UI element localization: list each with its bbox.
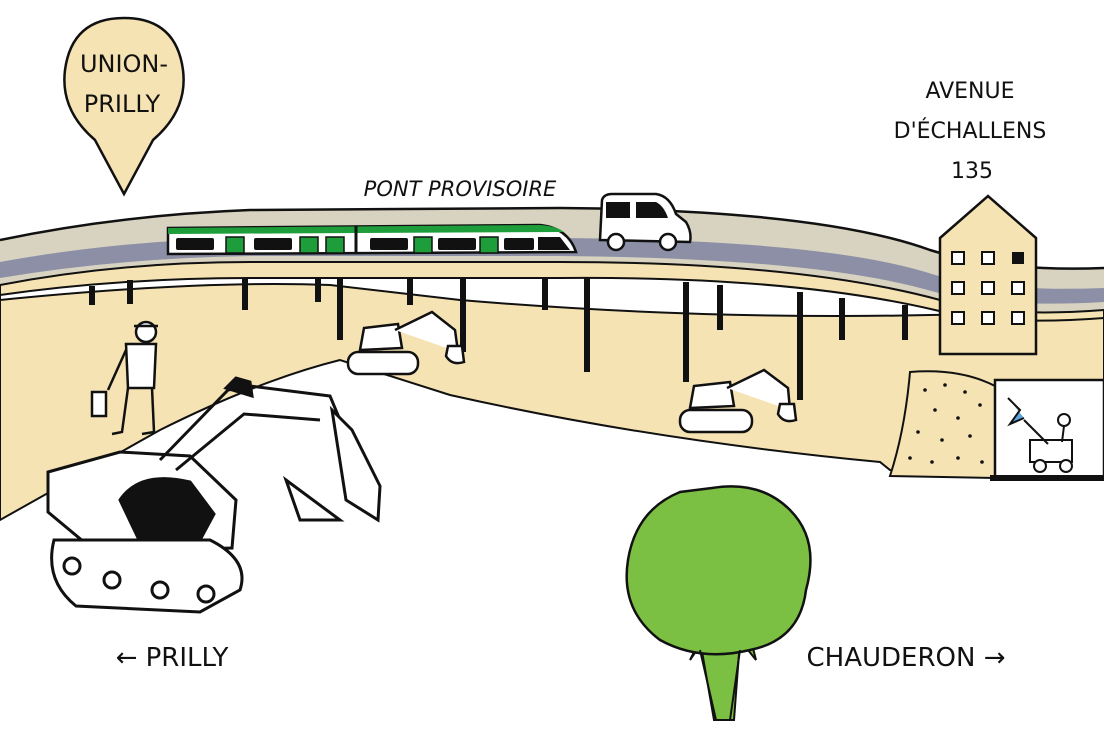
station-label-line1: UNION- (80, 50, 168, 78)
train-icon (166, 223, 578, 256)
car-icon (598, 192, 692, 252)
tunnel-boring-machine-icon (1007, 397, 1073, 473)
bridge-pillars (89, 278, 908, 400)
tree-icon (625, 485, 812, 721)
excavation-area (0, 283, 1104, 522)
excavator-icon (678, 368, 798, 434)
avenue-label-line1: AVENUE (925, 79, 1014, 104)
avenue-label-line3: 135 (951, 159, 993, 184)
worker-icon (90, 320, 158, 436)
direction-prilly: ← PRILLY (116, 643, 229, 673)
excavator-icon (46, 376, 382, 614)
direction-chauderon: CHAUDERON → (807, 643, 1006, 673)
station-label-line2: PRILLY (84, 90, 161, 118)
bridge-label: PONT PROVISOIRE (364, 177, 557, 201)
avenue-label-line2: D'ÉCHALLENS (894, 118, 1047, 144)
location-pin-icon (63, 16, 185, 197)
tunnel (888, 370, 1104, 481)
building-icon (938, 194, 1038, 356)
excavator-icon (346, 310, 466, 376)
